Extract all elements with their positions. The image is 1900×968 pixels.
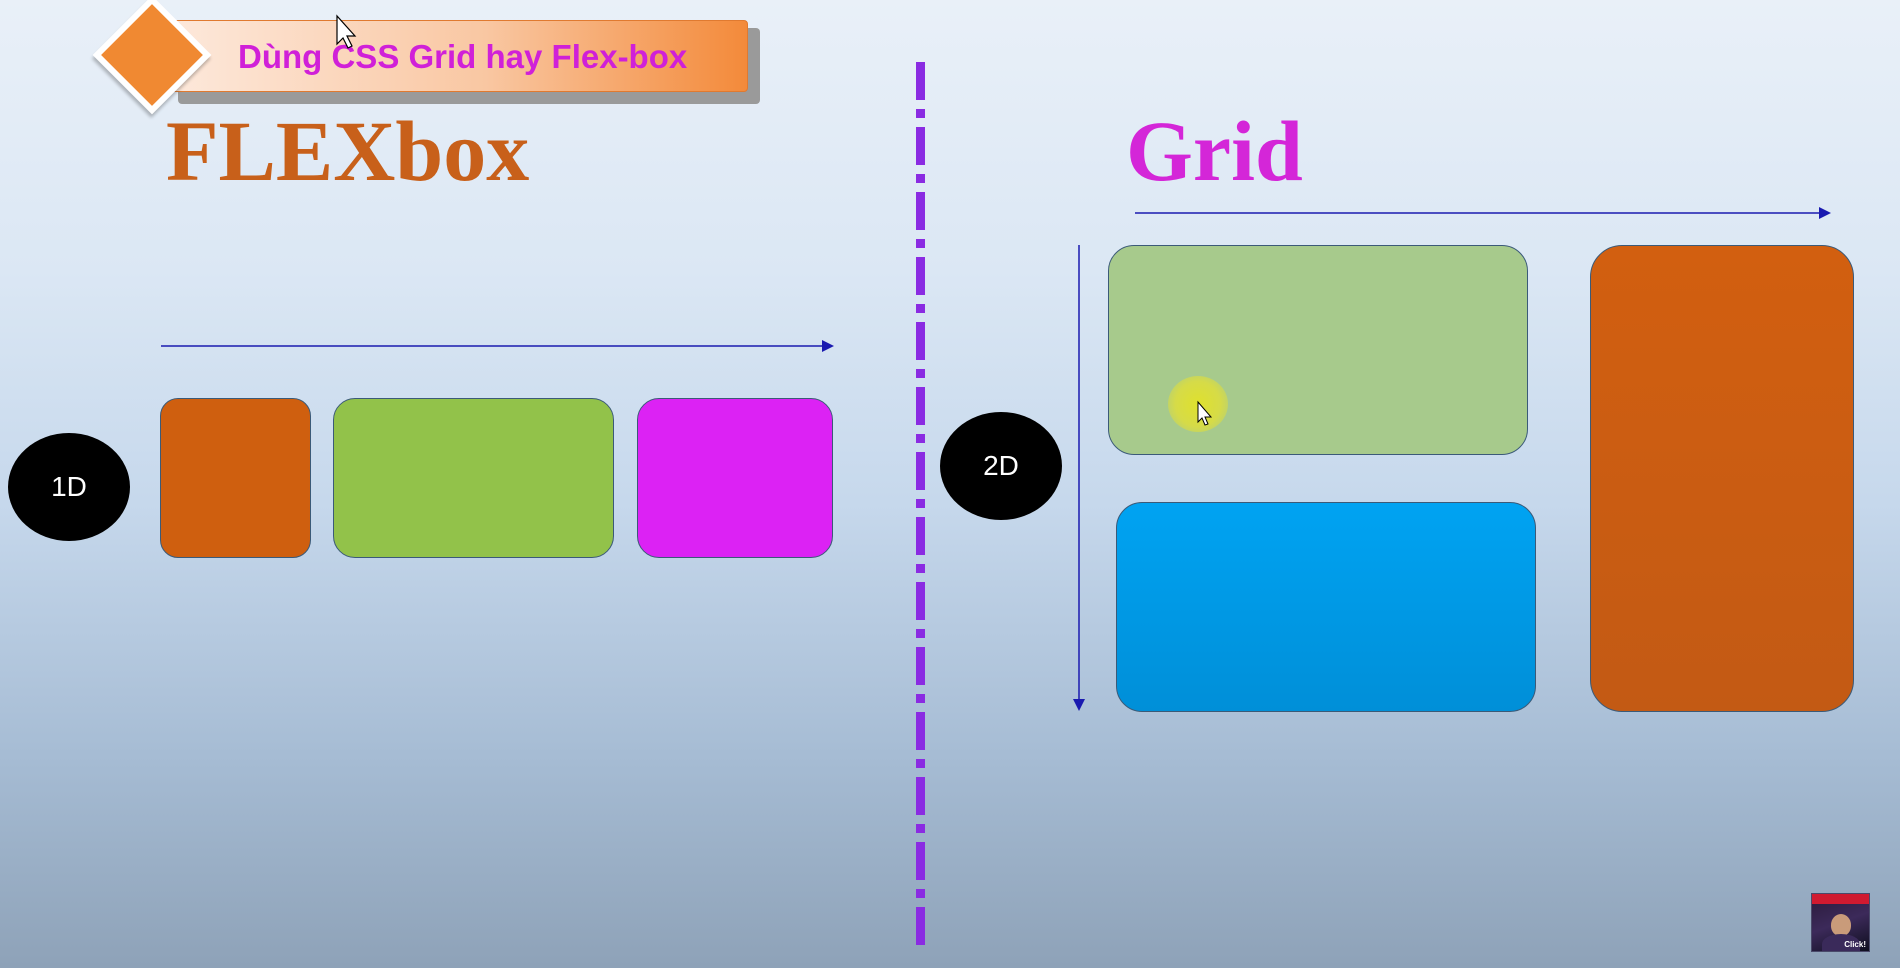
avatar-body: [1822, 934, 1860, 951]
avatar-head: [1831, 914, 1851, 936]
banner-title: Dùng CSS Grid hay Flex-box: [238, 38, 688, 75]
dash-dot-divider: [916, 62, 925, 946]
flexbox-main-axis-arrow-icon: [161, 340, 834, 352]
flexbox-heading: FLEXbox: [166, 103, 530, 199]
avatar-click-label: Click!: [1844, 940, 1866, 949]
flex-item-orange: [160, 398, 311, 558]
grid-column-axis-arrow-icon: [1135, 207, 1831, 219]
cursor-highlight: [1168, 376, 1228, 432]
one-dimension-label: 1D: [51, 471, 87, 502]
two-dimension-label: 2D: [983, 450, 1019, 481]
avatar-banner: [1812, 894, 1869, 904]
grid-item-blue: [1116, 502, 1536, 712]
two-dimension-badge: 2D: [940, 412, 1062, 520]
grid-heading: Grid: [1126, 103, 1303, 199]
title-banner: [166, 20, 748, 92]
channel-avatar[interactable]: Click!: [1811, 893, 1870, 952]
flex-item-green: [333, 398, 614, 558]
grid-item-light-green: [1108, 245, 1528, 455]
grid-row-axis-arrow-icon: [1073, 245, 1085, 711]
flex-item-magenta: [637, 398, 833, 558]
one-dimension-badge: 1D: [8, 433, 130, 541]
grid-item-orange-tall: [1590, 245, 1854, 712]
